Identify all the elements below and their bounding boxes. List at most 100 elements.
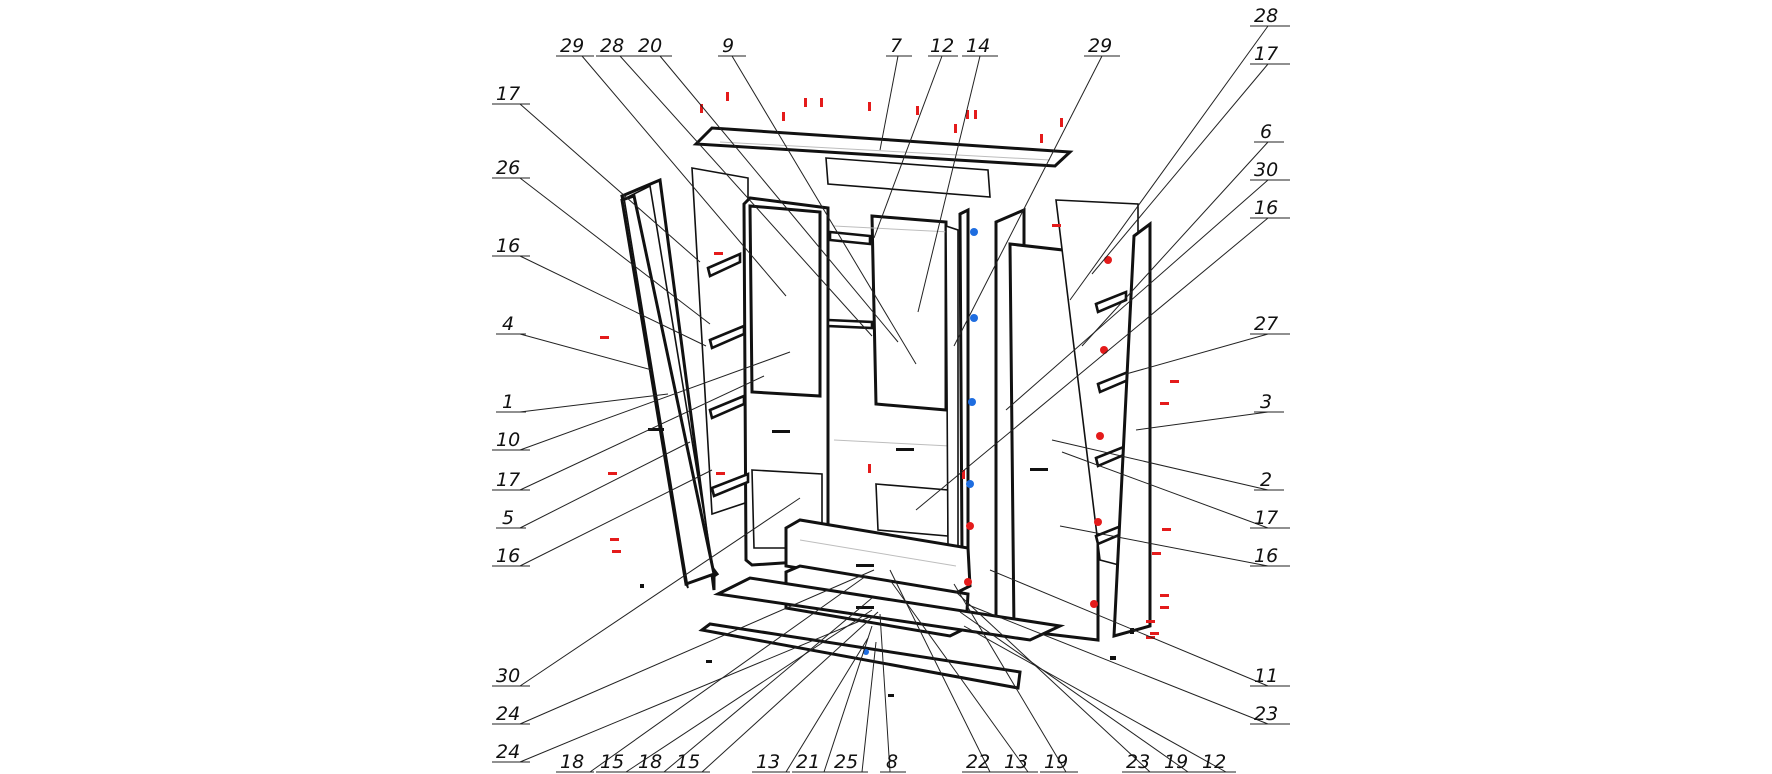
callout-12: 12 xyxy=(873,35,958,239)
callout-1: 1 xyxy=(496,391,669,413)
svg-text:17: 17 xyxy=(1254,507,1278,529)
svg-text:4: 4 xyxy=(502,313,514,335)
svg-text:17: 17 xyxy=(1254,43,1278,65)
svg-text:5: 5 xyxy=(502,507,514,529)
callout-12: 12 xyxy=(963,625,1236,773)
callout-6: 6 xyxy=(1081,121,1284,347)
svg-text:24: 24 xyxy=(496,703,520,725)
bottom-panel xyxy=(713,576,1066,642)
right-centre-divider xyxy=(958,207,970,558)
svg-text:6: 6 xyxy=(1260,121,1272,143)
svg-text:28: 28 xyxy=(600,35,624,57)
callout-23: 23 xyxy=(965,603,1290,725)
callout-25: 25 xyxy=(830,641,877,773)
svg-text:23: 23 xyxy=(1254,703,1278,725)
svg-text:16: 16 xyxy=(1254,545,1278,567)
svg-text:21: 21 xyxy=(796,751,820,773)
callout-30: 30 xyxy=(1005,159,1290,411)
callout-18: 18 xyxy=(556,575,867,773)
callout-10: 10 xyxy=(492,351,791,451)
upper-drawer xyxy=(784,518,972,596)
callout-13: 13 xyxy=(889,579,1038,773)
left-side-outline xyxy=(620,194,716,587)
svg-text:17: 17 xyxy=(496,469,520,491)
svg-text:26: 26 xyxy=(496,157,520,179)
callout-16: 16 xyxy=(1059,525,1290,567)
svg-text:29: 29 xyxy=(1088,35,1112,57)
callout-8: 8 xyxy=(879,613,906,773)
svg-text:13: 13 xyxy=(1004,751,1028,773)
callout-13: 13 xyxy=(752,637,869,773)
callout-27: 27 xyxy=(1125,313,1290,375)
wardrobe-parts xyxy=(600,92,1179,697)
callout-30: 30 xyxy=(492,497,801,687)
svg-text:22: 22 xyxy=(966,751,990,773)
svg-text:30: 30 xyxy=(1254,159,1278,181)
callout-24: 24 xyxy=(492,615,873,763)
callout-16: 16 xyxy=(492,235,707,347)
callout-9: 9 xyxy=(718,35,917,365)
callout-7: 7 xyxy=(879,35,912,151)
callout-17: 17 xyxy=(492,375,765,491)
callout-17: 17 xyxy=(492,83,701,263)
svg-text:23: 23 xyxy=(1126,751,1150,773)
svg-text:12: 12 xyxy=(930,35,954,57)
callout-15: 15 xyxy=(596,609,873,773)
callout-15: 15 xyxy=(672,611,879,773)
callout-17: 17 xyxy=(1091,43,1290,275)
centre-door xyxy=(870,214,948,412)
callout-17: 17 xyxy=(1061,451,1290,529)
svg-text:30: 30 xyxy=(496,665,520,687)
left-door xyxy=(748,204,822,398)
right-side-panel xyxy=(1112,221,1152,639)
callout-14: 14 xyxy=(917,35,998,313)
svg-text:9: 9 xyxy=(722,35,734,57)
svg-text:3: 3 xyxy=(1260,391,1272,413)
callout-28: 28 xyxy=(596,35,873,337)
callout-18: 18 xyxy=(634,597,873,773)
callout-28: 28 xyxy=(1069,5,1290,301)
callout-19: 19 xyxy=(953,583,1078,773)
svg-text:14: 14 xyxy=(966,35,990,57)
callout-4: 4 xyxy=(496,313,653,371)
svg-text:18: 18 xyxy=(638,751,662,773)
svg-text:16: 16 xyxy=(1254,197,1278,219)
svg-text:18: 18 xyxy=(560,751,584,773)
svg-text:2: 2 xyxy=(1260,469,1272,491)
callout-2: 2 xyxy=(1051,439,1284,491)
svg-text:24: 24 xyxy=(496,741,520,763)
callout-24: 24 xyxy=(492,569,875,725)
svg-text:25: 25 xyxy=(834,751,858,773)
svg-text:10: 10 xyxy=(496,429,520,451)
callout-23: 23 xyxy=(955,591,1160,773)
svg-text:27: 27 xyxy=(1254,313,1278,335)
svg-text:29: 29 xyxy=(560,35,584,57)
callout-21: 21 xyxy=(792,625,873,773)
top-back-rail xyxy=(825,157,991,198)
svg-text:8: 8 xyxy=(886,751,898,773)
svg-text:17: 17 xyxy=(496,83,520,105)
svg-text:19: 19 xyxy=(1044,751,1068,773)
callout-16: 16 xyxy=(915,197,1290,511)
svg-text:28: 28 xyxy=(1254,5,1278,27)
callout-16: 16 xyxy=(492,469,713,567)
callout-29: 29 xyxy=(556,35,787,297)
svg-text:20: 20 xyxy=(638,35,662,57)
svg-text:7: 7 xyxy=(890,35,902,57)
svg-text:19: 19 xyxy=(1164,751,1188,773)
callout-26: 26 xyxy=(492,157,711,325)
svg-text:13: 13 xyxy=(756,751,780,773)
callout-11: 11 xyxy=(989,569,1290,687)
callout-19: 19 xyxy=(959,611,1198,773)
svg-text:15: 15 xyxy=(676,751,700,773)
callout-3: 3 xyxy=(1135,391,1284,431)
callout-29: 29 xyxy=(953,35,1120,347)
svg-text:15: 15 xyxy=(600,751,624,773)
svg-text:16: 16 xyxy=(496,235,520,257)
svg-text:12: 12 xyxy=(1202,751,1226,773)
svg-text:16: 16 xyxy=(496,545,520,567)
svg-text:1: 1 xyxy=(502,391,514,413)
callout-20: 20 xyxy=(634,35,899,343)
top-panel xyxy=(692,126,1074,168)
